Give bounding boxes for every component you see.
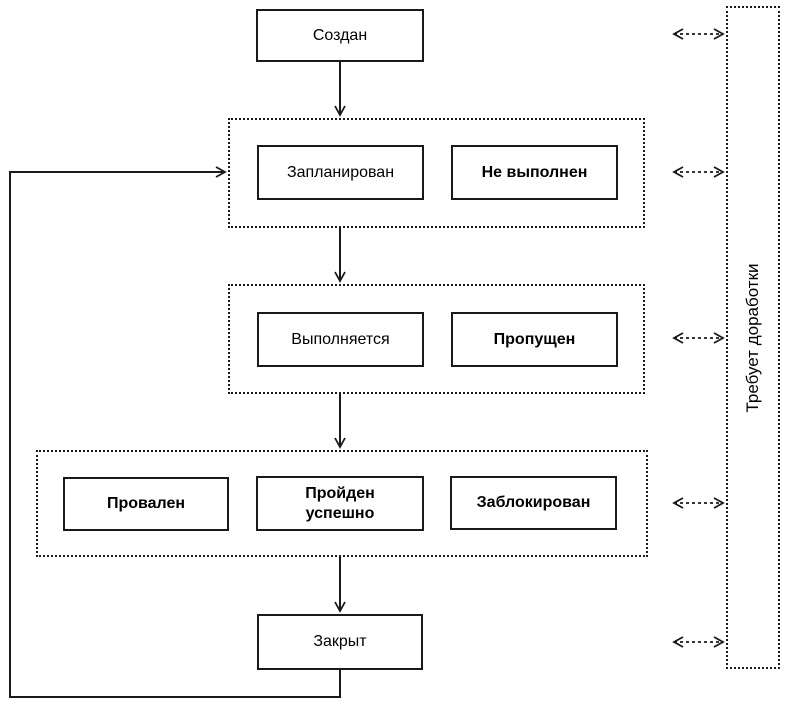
rework-sidebar-label: Требует доработки bbox=[743, 262, 762, 413]
group-execution-states bbox=[228, 284, 645, 394]
node-planned: Запланирован bbox=[257, 145, 424, 200]
group-result-states bbox=[36, 450, 648, 557]
node-failed: Провален bbox=[63, 477, 229, 531]
node-created: Создан bbox=[256, 9, 424, 62]
node-planned-label: Запланирован bbox=[286, 163, 395, 181]
node-in-progress: Выполняется bbox=[257, 312, 424, 367]
node-closed-label: Закрыт bbox=[313, 633, 367, 650]
node-failed-label: Провален bbox=[106, 495, 186, 512]
node-passed: Пройден успешно bbox=[256, 476, 424, 531]
node-skipped-label: Пропущен bbox=[493, 330, 576, 348]
group-planned-states bbox=[228, 118, 645, 228]
node-not-executed: Не выполнен bbox=[451, 145, 618, 200]
node-blocked-label: Заблокирован bbox=[476, 494, 591, 511]
node-skipped: Пропущен bbox=[451, 312, 618, 367]
node-blocked: Заблокирован bbox=[450, 476, 617, 530]
node-in-progress-label: Выполняется bbox=[291, 330, 390, 348]
node-created-label: Создан bbox=[312, 26, 368, 44]
node-not-executed-label: Не выполнен bbox=[481, 163, 588, 181]
rework-sidebar: Требует доработки bbox=[726, 6, 780, 669]
node-passed-label: Пройден успешно bbox=[305, 484, 375, 522]
node-closed: Закрыт bbox=[257, 614, 423, 670]
